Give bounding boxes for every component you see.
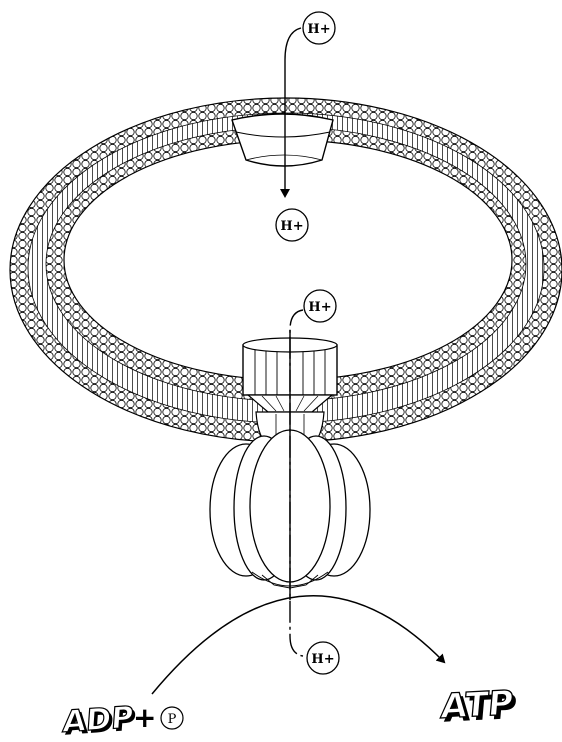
h-ion-synthase-outside: H+ (307, 642, 339, 674)
h-ion-synthase-inside: H+ (304, 290, 336, 322)
atp-text: ATP (439, 683, 515, 727)
proton-channel (232, 114, 333, 166)
phosphate-label: P (168, 712, 177, 727)
adp-text: ADP (61, 700, 134, 740)
h-ion-top-outside: H+ (303, 12, 335, 44)
reactants: ADP ADP + P (61, 700, 183, 742)
reaction-arrow (152, 596, 444, 694)
atp-label: ATP ATP (439, 683, 519, 731)
adp-label: ADP ADP (61, 700, 137, 742)
h-ion-label: H+ (280, 219, 303, 234)
phosphate: P (161, 707, 183, 729)
h-ion-label: H+ (307, 22, 330, 37)
plus-sign: + (133, 701, 156, 734)
h-ion-label: H+ (311, 652, 334, 667)
h-ion-top-inside: H+ (276, 209, 308, 241)
h-ion-label: H+ (308, 300, 331, 315)
